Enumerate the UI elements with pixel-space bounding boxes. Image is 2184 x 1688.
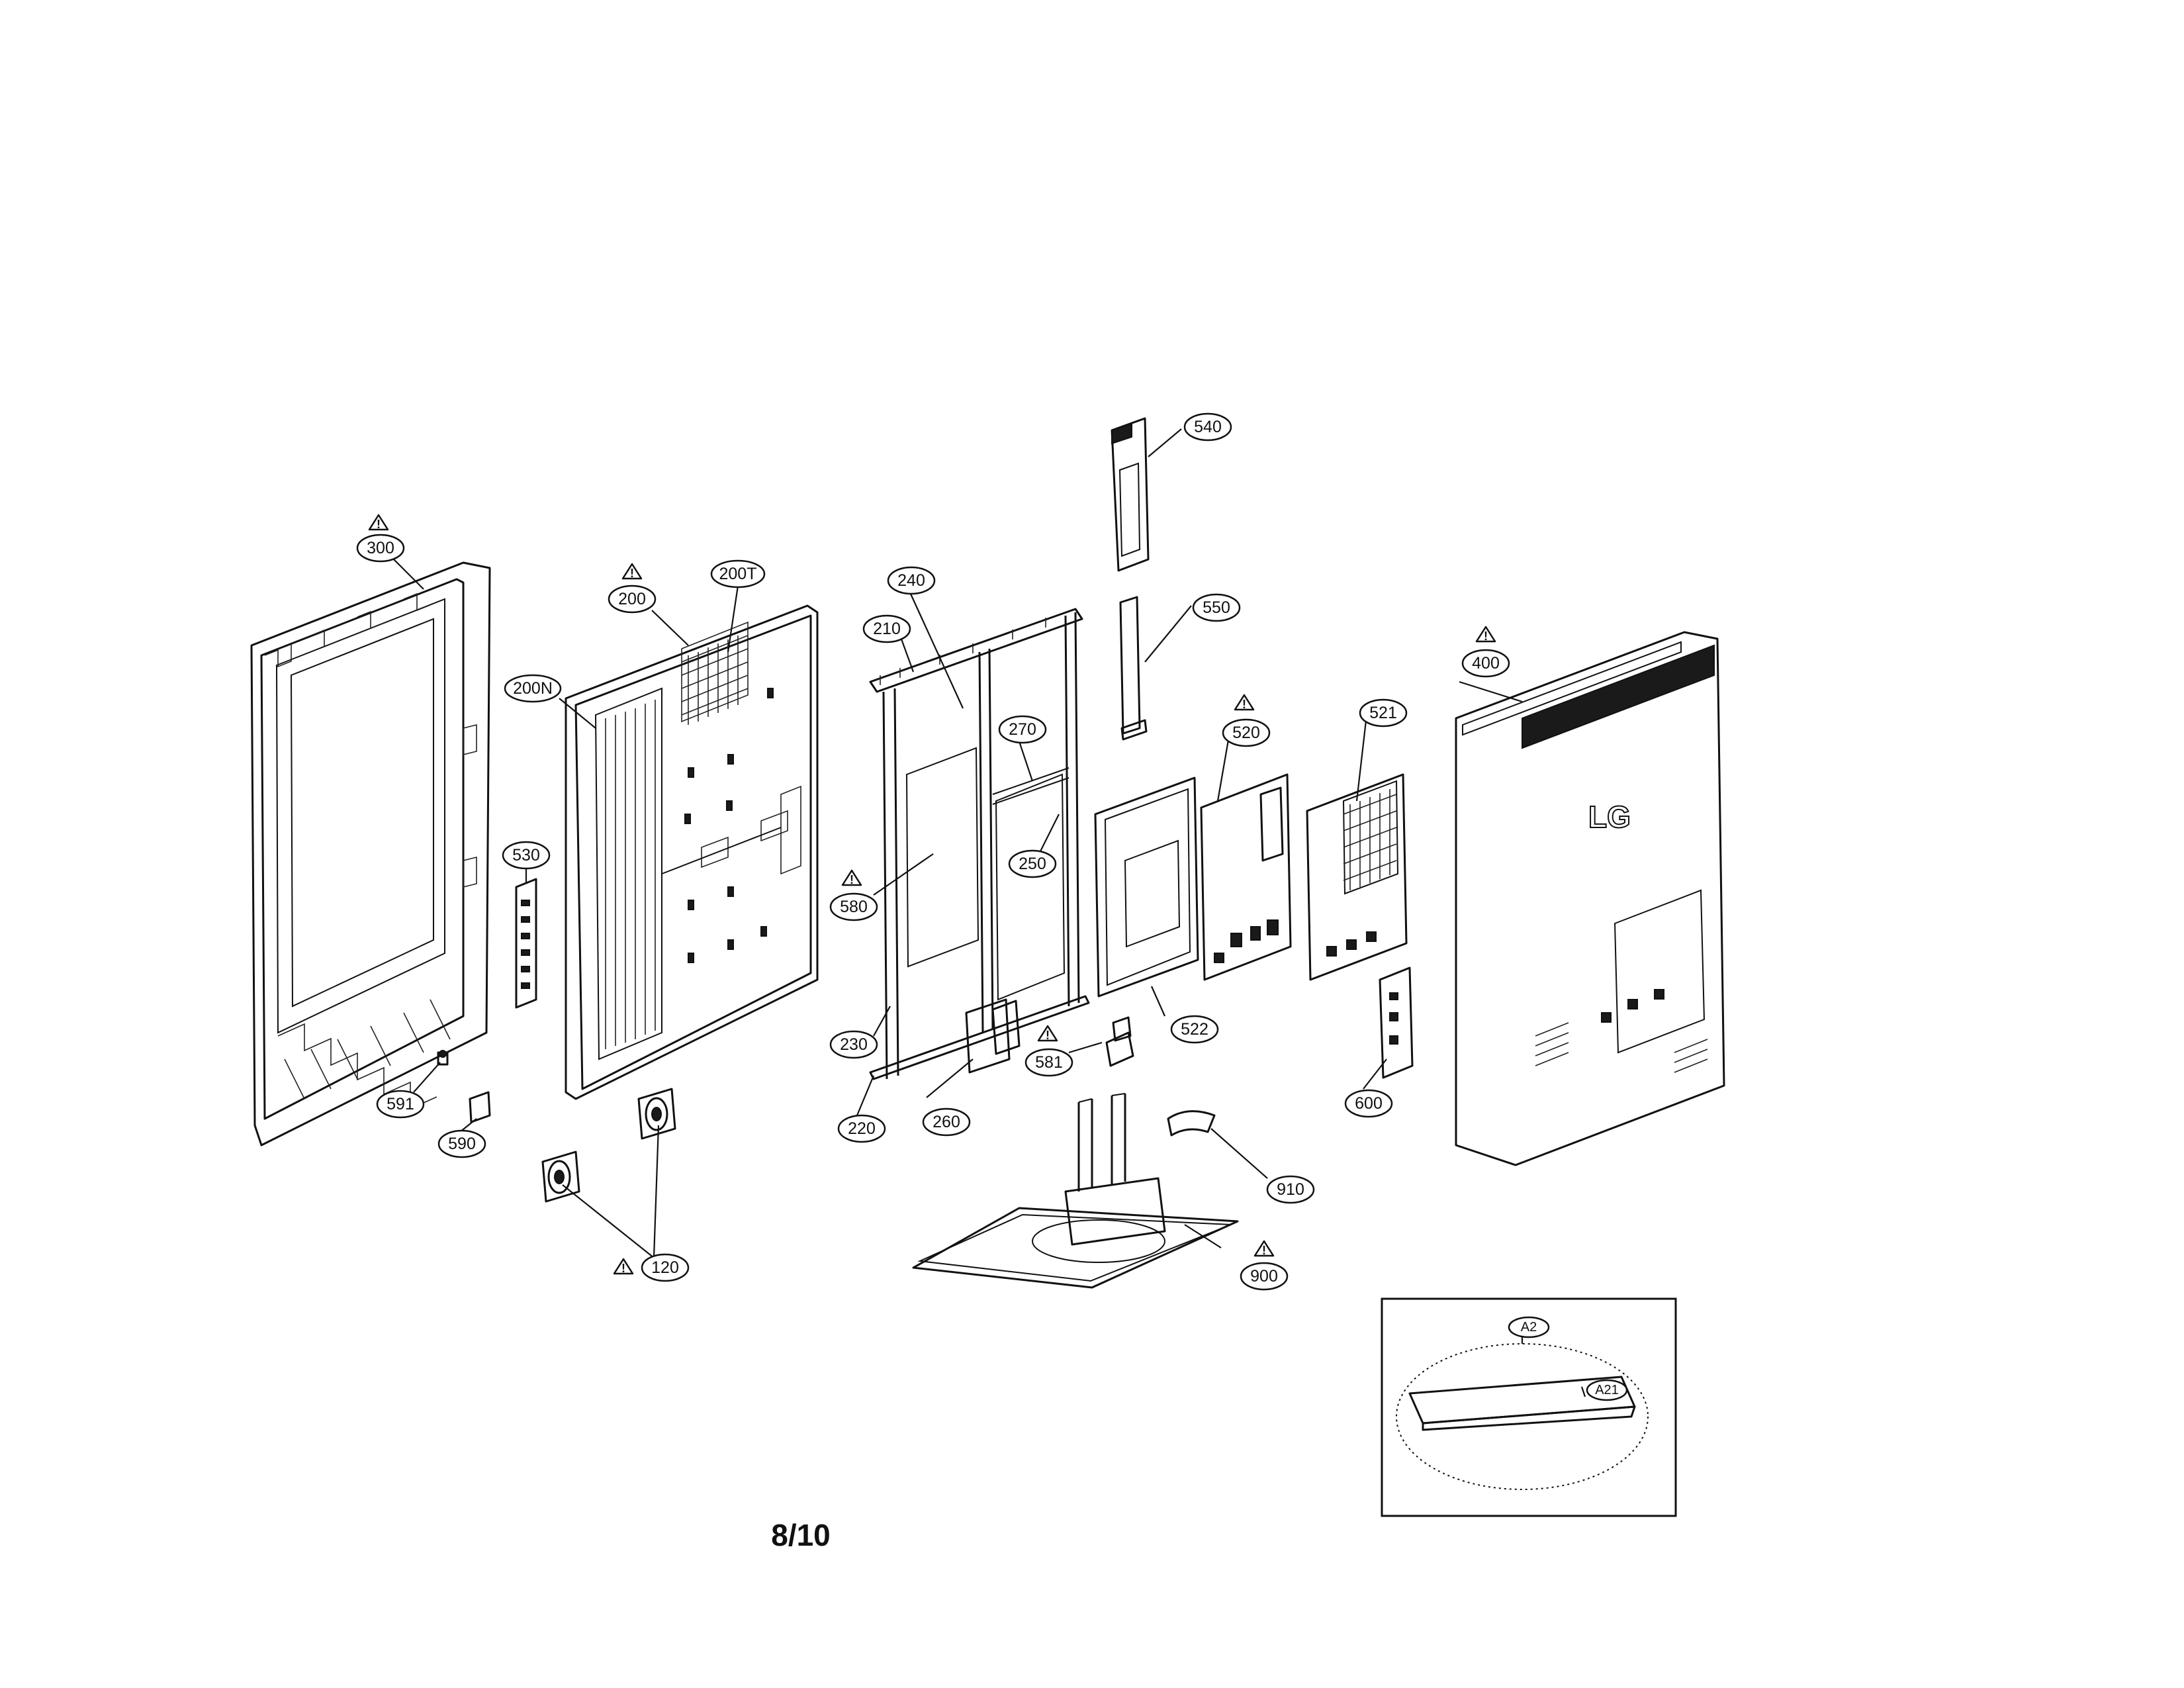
svg-text:!: ! [621,1262,625,1275]
svg-text:!: ! [1484,630,1488,643]
svg-text:!: ! [377,518,381,531]
svg-text:270: 270 [1009,720,1036,739]
svg-text:521: 521 [1369,704,1397,722]
callout-230: 230 [829,1030,878,1059]
svg-text:400: 400 [1472,654,1500,673]
svg-text:200: 200 [618,590,646,608]
callout-520: 520 [1222,718,1271,747]
callout-210: 210 [862,614,911,643]
svg-text:580: 580 [840,898,868,916]
callout-300: 300 [356,534,405,563]
lg-logo: LG [1588,800,1631,834]
remote-inset [1381,1297,1677,1517]
bracket-part-550 [1119,596,1148,741]
callout-260: 260 [922,1107,971,1137]
svg-text:!: ! [1262,1244,1266,1257]
svg-text:200N: 200N [513,679,553,698]
svg-text:581: 581 [1035,1053,1063,1072]
warning-triangle-icon: ! [613,1258,634,1275]
callout-590: 590 [437,1129,486,1158]
callout-a2: A2 [1508,1316,1550,1338]
part-600 [1379,966,1414,1079]
callout-581: 581 [1024,1048,1073,1077]
svg-text:120: 120 [651,1258,679,1277]
warning-triangle-icon: ! [368,514,389,531]
svg-text:900: 900 [1250,1267,1278,1286]
part-581 [1105,1016,1134,1067]
callout-240: 240 [887,566,936,595]
svg-text:522: 522 [1181,1020,1208,1039]
speakers-part-120 [541,1088,676,1203]
back-cover-part-400: LG [1455,631,1725,1166]
svg-text:A21: A21 [1595,1383,1619,1397]
svg-text:200T: 200T [719,565,757,583]
svg-text:!: ! [1242,698,1246,711]
svg-text:!: ! [1046,1029,1050,1042]
callout-580: 580 [829,892,878,921]
warning-triangle-icon: ! [1253,1240,1275,1257]
callout-900: 900 [1240,1262,1289,1291]
main-board-part-520 [1200,773,1292,981]
callout-540: 540 [1183,412,1232,442]
leader-lines [393,428,1586,1397]
warning-triangle-icon: ! [1475,626,1496,643]
callout-400: 400 [1461,649,1510,678]
stand-cover-part-910 [1167,1110,1216,1137]
callout-270: 270 [998,715,1047,744]
warning-triangle-icon: ! [1037,1025,1058,1042]
callout-220: 220 [837,1114,886,1143]
ir-board-part-530 [515,878,537,1009]
svg-text:210: 210 [873,620,901,638]
svg-text:300: 300 [367,539,394,557]
callout-200: 200 [608,585,657,614]
svg-text:600: 600 [1355,1094,1383,1113]
shield-part-521 [1306,773,1408,981]
shield-part-522 [1094,776,1199,998]
warning-triangle-icon: ! [621,563,643,580]
callout-591: 591 [376,1090,425,1119]
svg-text:250: 250 [1019,855,1046,873]
callout-522: 522 [1170,1015,1219,1044]
svg-text:!: ! [630,567,634,580]
svg-text:220: 220 [848,1119,876,1138]
svg-text:A2: A2 [1521,1320,1537,1335]
page-number: 8/10 [771,1518,831,1552]
small-part-590 [469,1091,491,1123]
svg-text:!: ! [850,873,854,886]
bracket-part-540 [1111,417,1150,572]
callout-120: 120 [641,1253,690,1282]
callout-530: 530 [502,841,551,870]
svg-text:230: 230 [840,1035,868,1054]
callout-521: 521 [1359,698,1408,727]
callout-910: 910 [1266,1175,1315,1204]
front-bezel-part-300 [250,561,491,1147]
svg-text:260: 260 [933,1113,960,1131]
stand-part-900 [912,1093,1239,1289]
svg-text:540: 540 [1194,418,1222,436]
warning-triangle-icon: ! [1234,694,1255,711]
warning-triangle-icon: ! [841,869,862,886]
svg-text:910: 910 [1277,1180,1304,1199]
svg-text:590: 590 [448,1135,476,1153]
svg-text:530: 530 [512,846,540,865]
lcd-module-part-200 [565,604,819,1100]
svg-text:591: 591 [387,1095,414,1113]
small-part-591 [437,1050,449,1066]
frame-parts-210-230-240 [869,608,1090,1080]
svg-text:550: 550 [1203,598,1230,617]
callout-200t: 200T [710,559,766,588]
callout-250: 250 [1008,849,1057,878]
svg-text:240: 240 [897,571,925,590]
callout-a21: A21 [1586,1379,1628,1401]
svg-text:520: 520 [1232,724,1260,742]
callout-200n: 200N [504,674,562,703]
callout-600: 600 [1344,1089,1393,1118]
callout-550: 550 [1192,593,1241,622]
